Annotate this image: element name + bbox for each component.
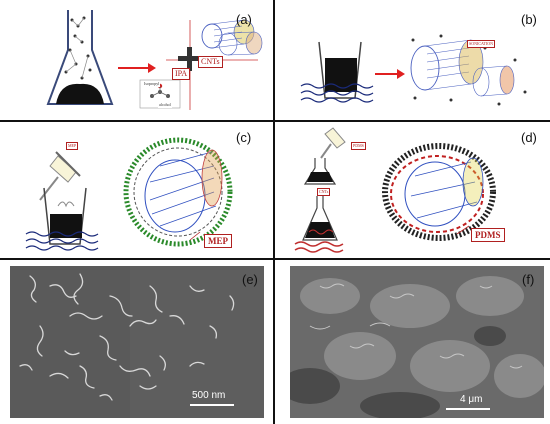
scale-bar-f: [446, 408, 490, 410]
arrow-icon: [118, 63, 156, 73]
cnts-tag: CNTs: [198, 56, 223, 68]
sem-image-f: (f) 4 μm: [290, 266, 544, 418]
pipette-icon: [320, 127, 346, 159]
pdms-small-tag: PDMS: [351, 142, 366, 150]
panel-a: CNTs IPA Isopropyl alcohol (a): [0, 0, 273, 120]
cnt-small-tag: CNTs: [317, 188, 331, 196]
pdms-tag: PDMS: [471, 228, 505, 242]
panel-b-label: (b): [521, 12, 537, 27]
flask-icon: [46, 10, 114, 105]
panel-c-label: (c): [236, 130, 252, 145]
panel-d: PDMS CNTs PDMS (d): [275, 122, 550, 258]
cnt-tube-icon: [382, 143, 496, 241]
mep-tag: MEP: [204, 234, 232, 248]
sem-image-e: (e) 500 nm: [10, 266, 264, 418]
panel-c-illustration: [25, 137, 233, 251]
arrow-icon: [375, 69, 405, 79]
flask-icon: [303, 158, 337, 185]
sem-texture-f: [290, 266, 544, 418]
sonication-tag: SONICATION: [467, 40, 495, 48]
cross-icon: [178, 47, 202, 71]
cnt-tube-icon: [123, 137, 233, 247]
panel-d-label: (d): [521, 130, 537, 145]
panel-b-illustration: [300, 34, 527, 106]
molecule-label-1: Isopropyl: [143, 81, 161, 87]
cnt-tube-icon: [410, 39, 515, 97]
scale-label-e: 500 nm: [192, 390, 226, 401]
molecule-label-2: alcohol: [158, 102, 172, 108]
pipette-icon: [39, 151, 81, 201]
beaker-icon: [25, 187, 99, 251]
scale-label-f: 4 μm: [460, 394, 483, 405]
mep-small-tag: MEP: [66, 142, 79, 150]
panel-c: MEP MEP (c): [0, 122, 273, 258]
panel-a-illustration: [46, 10, 263, 110]
horizontal-divider-top: [0, 120, 550, 122]
sem-texture-e: [10, 266, 264, 418]
horizontal-divider-bottom: [0, 258, 550, 260]
vertical-divider: [273, 0, 275, 424]
beaker-icon: [300, 41, 374, 103]
flask-icon: [294, 196, 344, 253]
panel-d-illustration: [294, 127, 496, 253]
panel-f-label: (f): [522, 272, 535, 287]
panel-e-label: (e): [242, 272, 258, 287]
panel-b: SONICATION (b): [275, 0, 550, 120]
ipa-tag: IPA: [172, 68, 191, 80]
panel-a-label: (a): [236, 12, 252, 27]
cnt-tube-icon: [201, 19, 263, 56]
scale-bar-e: [190, 404, 234, 406]
